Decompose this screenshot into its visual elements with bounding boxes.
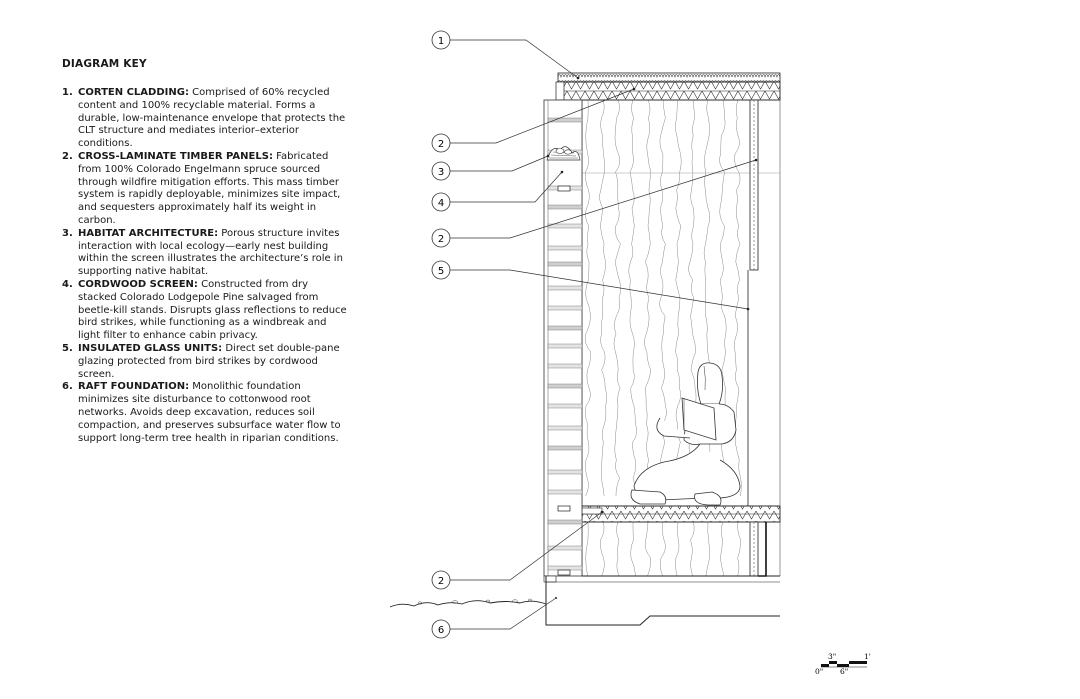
callout-label: 5	[438, 266, 444, 277]
key-item-term: CROSS-LAMINATE TIMBER PANELS:	[78, 150, 273, 162]
key-item-term: HABITAT ARCHITECTURE:	[78, 227, 219, 239]
scale-label-1ft: 1'	[864, 652, 871, 661]
key-item-foundation: 6. RAFT FOUNDATION: Monolithic foundation…	[62, 381, 347, 445]
callout-2-wall: 2	[431, 228, 451, 248]
key-item-number: 5.	[62, 342, 73, 354]
key-item-term: CORDWOOD SCREEN:	[78, 278, 198, 290]
callout-label: 1	[438, 36, 444, 47]
scale-bar: 3" 1' 0" 6"	[815, 652, 871, 676]
callout-3: 3	[431, 161, 451, 181]
seated-reader-figure	[630, 362, 741, 506]
scale-label-6in: 6"	[840, 667, 848, 676]
floor-assembly	[581, 505, 781, 523]
callout-label: 2	[438, 139, 444, 150]
callout-4: 4	[431, 192, 451, 212]
callout-label: 2	[438, 576, 444, 587]
glass-unit	[747, 99, 767, 577]
bird-nest-icon	[546, 146, 581, 161]
key-item-desc: Fabricated from 100% Colorado Engelmann …	[78, 150, 341, 226]
key-item-number: 4.	[62, 278, 73, 290]
key-item-cordwood: 4. CORDWOOD SCREEN: Constructed from dry …	[62, 279, 347, 343]
key-item-desc: Porous structure invites interaction wit…	[78, 227, 343, 278]
cordwood-screen	[543, 99, 583, 577]
key-item-desc: Comprised of 60% recycled content and 10…	[78, 87, 346, 150]
leader-lines	[450, 39, 757, 630]
callout-label: 2	[438, 234, 444, 245]
key-item-number: 1.	[62, 87, 73, 98]
callout-2-roof: 2	[431, 133, 451, 153]
clt-wall-panel	[581, 99, 781, 507]
diagram-key: DIAGRAM KEY 1. CORTEN CLADDING: Comprised…	[62, 58, 347, 445]
raft-foundation	[389, 575, 780, 626]
key-item-term: RAFT FOUNDATION:	[78, 381, 190, 393]
key-item-desc: Direct set double-pane glazing protected…	[78, 342, 340, 380]
clt-lower-panel	[581, 521, 781, 577]
callout-label: 3	[438, 167, 444, 178]
scale-label-0in: 0"	[815, 667, 823, 676]
callout-2-floor: 2	[431, 570, 451, 590]
diagram-key-title: DIAGRAM KEY	[62, 58, 147, 70]
callout-6: 6	[431, 619, 451, 639]
key-item-number: 6.	[62, 381, 73, 393]
key-item-number: 2.	[62, 150, 73, 162]
key-list: 1. CORTEN CLADDING: Comprised of 60% recy…	[62, 87, 347, 445]
key-item-desc: Constructed from dry stacked Colorado Lo…	[78, 278, 347, 342]
key-item-habitat: 3. HABITAT ARCHITECTURE: Porous structure…	[62, 228, 347, 279]
key-item-term: CORTEN CLADDING:	[78, 87, 189, 98]
key-item-term: INSULATED GLASS UNITS:	[78, 342, 223, 354]
callout-label: 6	[438, 625, 444, 636]
key-item-desc: Monolithic foundation minimizes site dis…	[78, 381, 341, 444]
key-item-glass: 5. INSULATED GLASS UNITS: Direct set doub…	[62, 343, 347, 381]
key-item-corten: 1. CORTEN CLADDING: Comprised of 60% recy…	[62, 87, 347, 151]
key-item-clt: 2. CROSS-LAMINATE TIMBER PANELS: Fabricat…	[62, 151, 347, 228]
callout-5: 5	[431, 260, 451, 280]
key-item-number: 3.	[62, 227, 73, 239]
roof-assembly	[555, 72, 781, 101]
callout-label: 4	[438, 198, 444, 209]
callout-1: 1	[431, 30, 451, 50]
scale-label-3in: 3"	[828, 652, 836, 661]
